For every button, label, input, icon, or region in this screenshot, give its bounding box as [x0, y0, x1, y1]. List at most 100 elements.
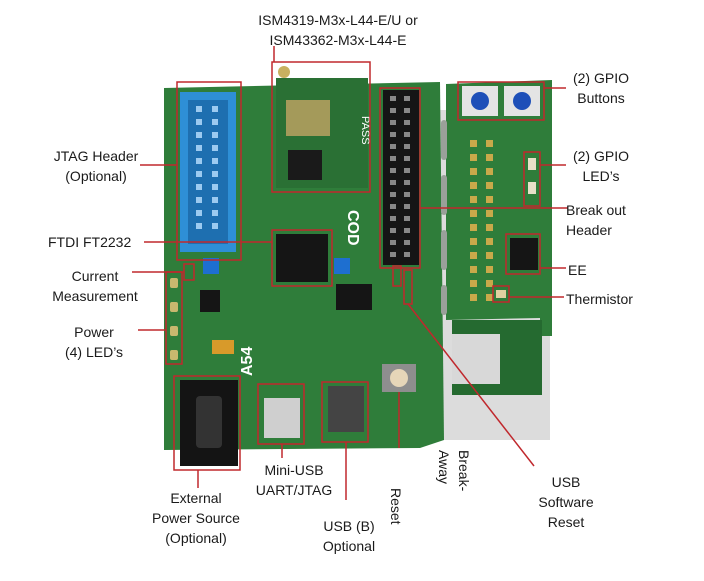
label-breakout-header-line2: Header	[566, 222, 612, 238]
box-ftdi	[271, 229, 333, 287]
label-ee: EE	[568, 260, 598, 280]
label-ftdi: FTDI FT2232	[48, 232, 148, 252]
jtag-pins	[196, 106, 218, 229]
box-gpio-leds	[523, 151, 541, 207]
power-jack-hole	[196, 396, 222, 448]
box-power-jack	[173, 375, 241, 471]
breakout-pin	[390, 144, 396, 149]
box-usb-sw-reset-1	[392, 265, 402, 287]
box-gpio-buttons	[457, 81, 545, 121]
gold-pad	[470, 266, 477, 273]
breakout-pin	[404, 204, 410, 209]
label-gpio-leds: (2) GPIO LED’s	[566, 146, 636, 186]
wifi-module-shield	[286, 100, 330, 136]
label-power-leds-line1: Power	[74, 324, 114, 340]
breakout-pin	[390, 216, 396, 221]
jtag-pin	[212, 171, 218, 177]
antenna-connector	[278, 66, 290, 78]
board-text-a54: A54	[239, 347, 256, 376]
label-gpio-buttons-line2: Buttons	[577, 90, 625, 106]
capacitor	[212, 340, 234, 354]
gold-pad	[486, 196, 493, 203]
breakout-pin	[390, 168, 396, 173]
gold-pad	[486, 182, 493, 189]
gold-pad	[486, 224, 493, 231]
jtag-pin	[212, 197, 218, 203]
label-external-power-line3: (Optional)	[165, 530, 227, 546]
label-ee-line1: EE	[568, 262, 587, 278]
label-jtag-header-line1: JTAG Header	[53, 148, 139, 164]
label-module: ISM4319-M3x-L44-E/U or ISM43362-M3x-L44-…	[228, 10, 448, 50]
label-usb-b-line2: Optional	[322, 538, 376, 554]
leader-usb-sw-reset	[407, 303, 535, 467]
jtag-pin	[196, 145, 202, 151]
breakout-header-body	[383, 90, 419, 265]
ftdi-chip	[276, 234, 328, 282]
box-mini-usb	[257, 383, 305, 445]
regulator-chip	[336, 284, 372, 310]
label-gpio-leds-line2: LED’s	[582, 168, 620, 184]
gold-pad	[486, 252, 493, 259]
breakout-pin	[404, 168, 410, 173]
blue-jumper-2	[334, 258, 350, 274]
jtag-pin	[196, 132, 202, 138]
jtag-header-slot	[188, 100, 228, 244]
gold-pad	[470, 238, 477, 245]
label-mini-usb: Mini-USB UART/JTAG	[244, 460, 344, 500]
wifi-module-chip	[288, 150, 322, 180]
jtag-pin	[196, 223, 202, 229]
box-wifi-module	[271, 61, 371, 193]
gold-pad	[470, 196, 477, 203]
tab-sticker	[452, 334, 500, 384]
label-breakout-header: Break out Header	[566, 200, 642, 240]
label-thermistor: Thermistor	[566, 289, 656, 309]
gold-pad	[470, 280, 477, 287]
jtag-pin	[196, 197, 202, 203]
usb-b-connector	[328, 386, 364, 432]
label-gpio-leds-line1: (2) GPIO	[572, 148, 629, 164]
label-break-away-line1: Break-	[456, 450, 472, 492]
board-text-cod: COD	[344, 210, 361, 246]
breakout-pin	[390, 204, 396, 209]
breakout-pin	[404, 120, 410, 125]
breakout-pin	[404, 96, 410, 101]
jtag-pin	[196, 119, 202, 125]
breakout-pin	[390, 156, 396, 161]
breakout-pin	[404, 180, 410, 185]
small-chip	[200, 290, 220, 312]
label-thermistor-line1: Thermistor	[566, 291, 633, 307]
jtag-pin	[196, 184, 202, 190]
jtag-pin	[212, 158, 218, 164]
thermistor	[496, 290, 506, 298]
gold-pad	[486, 168, 493, 175]
jtag-pin	[196, 106, 202, 112]
box-breakout	[379, 87, 421, 269]
breakout-pin	[390, 180, 396, 185]
breakout-pin	[404, 228, 410, 233]
breakout-pin	[390, 120, 396, 125]
breakout-pin	[404, 252, 410, 257]
box-thermistor	[492, 285, 510, 303]
box-usb-b	[321, 381, 369, 443]
label-usb-software-reset-line3: Reset	[547, 514, 585, 530]
gold-pad	[486, 154, 493, 161]
breakout-pin	[404, 216, 410, 221]
label-module-line1: ISM4319-M3x-L44-E/U or	[258, 12, 418, 28]
label-reset-text: Reset	[388, 488, 404, 525]
jtag-pin	[212, 119, 218, 125]
jtag-pin	[212, 210, 218, 216]
gpio-led-2	[528, 182, 536, 194]
gpio-button-2-cap	[513, 92, 531, 110]
reset-button-cap	[390, 369, 408, 387]
gold-pad	[486, 280, 493, 287]
label-current-measurement: Current Measurement	[36, 266, 154, 306]
gpio-button-1-cap	[471, 92, 489, 110]
label-gpio-buttons-line1: (2) GPIO	[572, 70, 629, 86]
jtag-pin	[196, 210, 202, 216]
label-usb-b-line1: USB (B)	[323, 518, 375, 534]
gold-pad	[486, 210, 493, 217]
breakout-pins	[390, 96, 410, 257]
gold-pad	[470, 294, 477, 301]
